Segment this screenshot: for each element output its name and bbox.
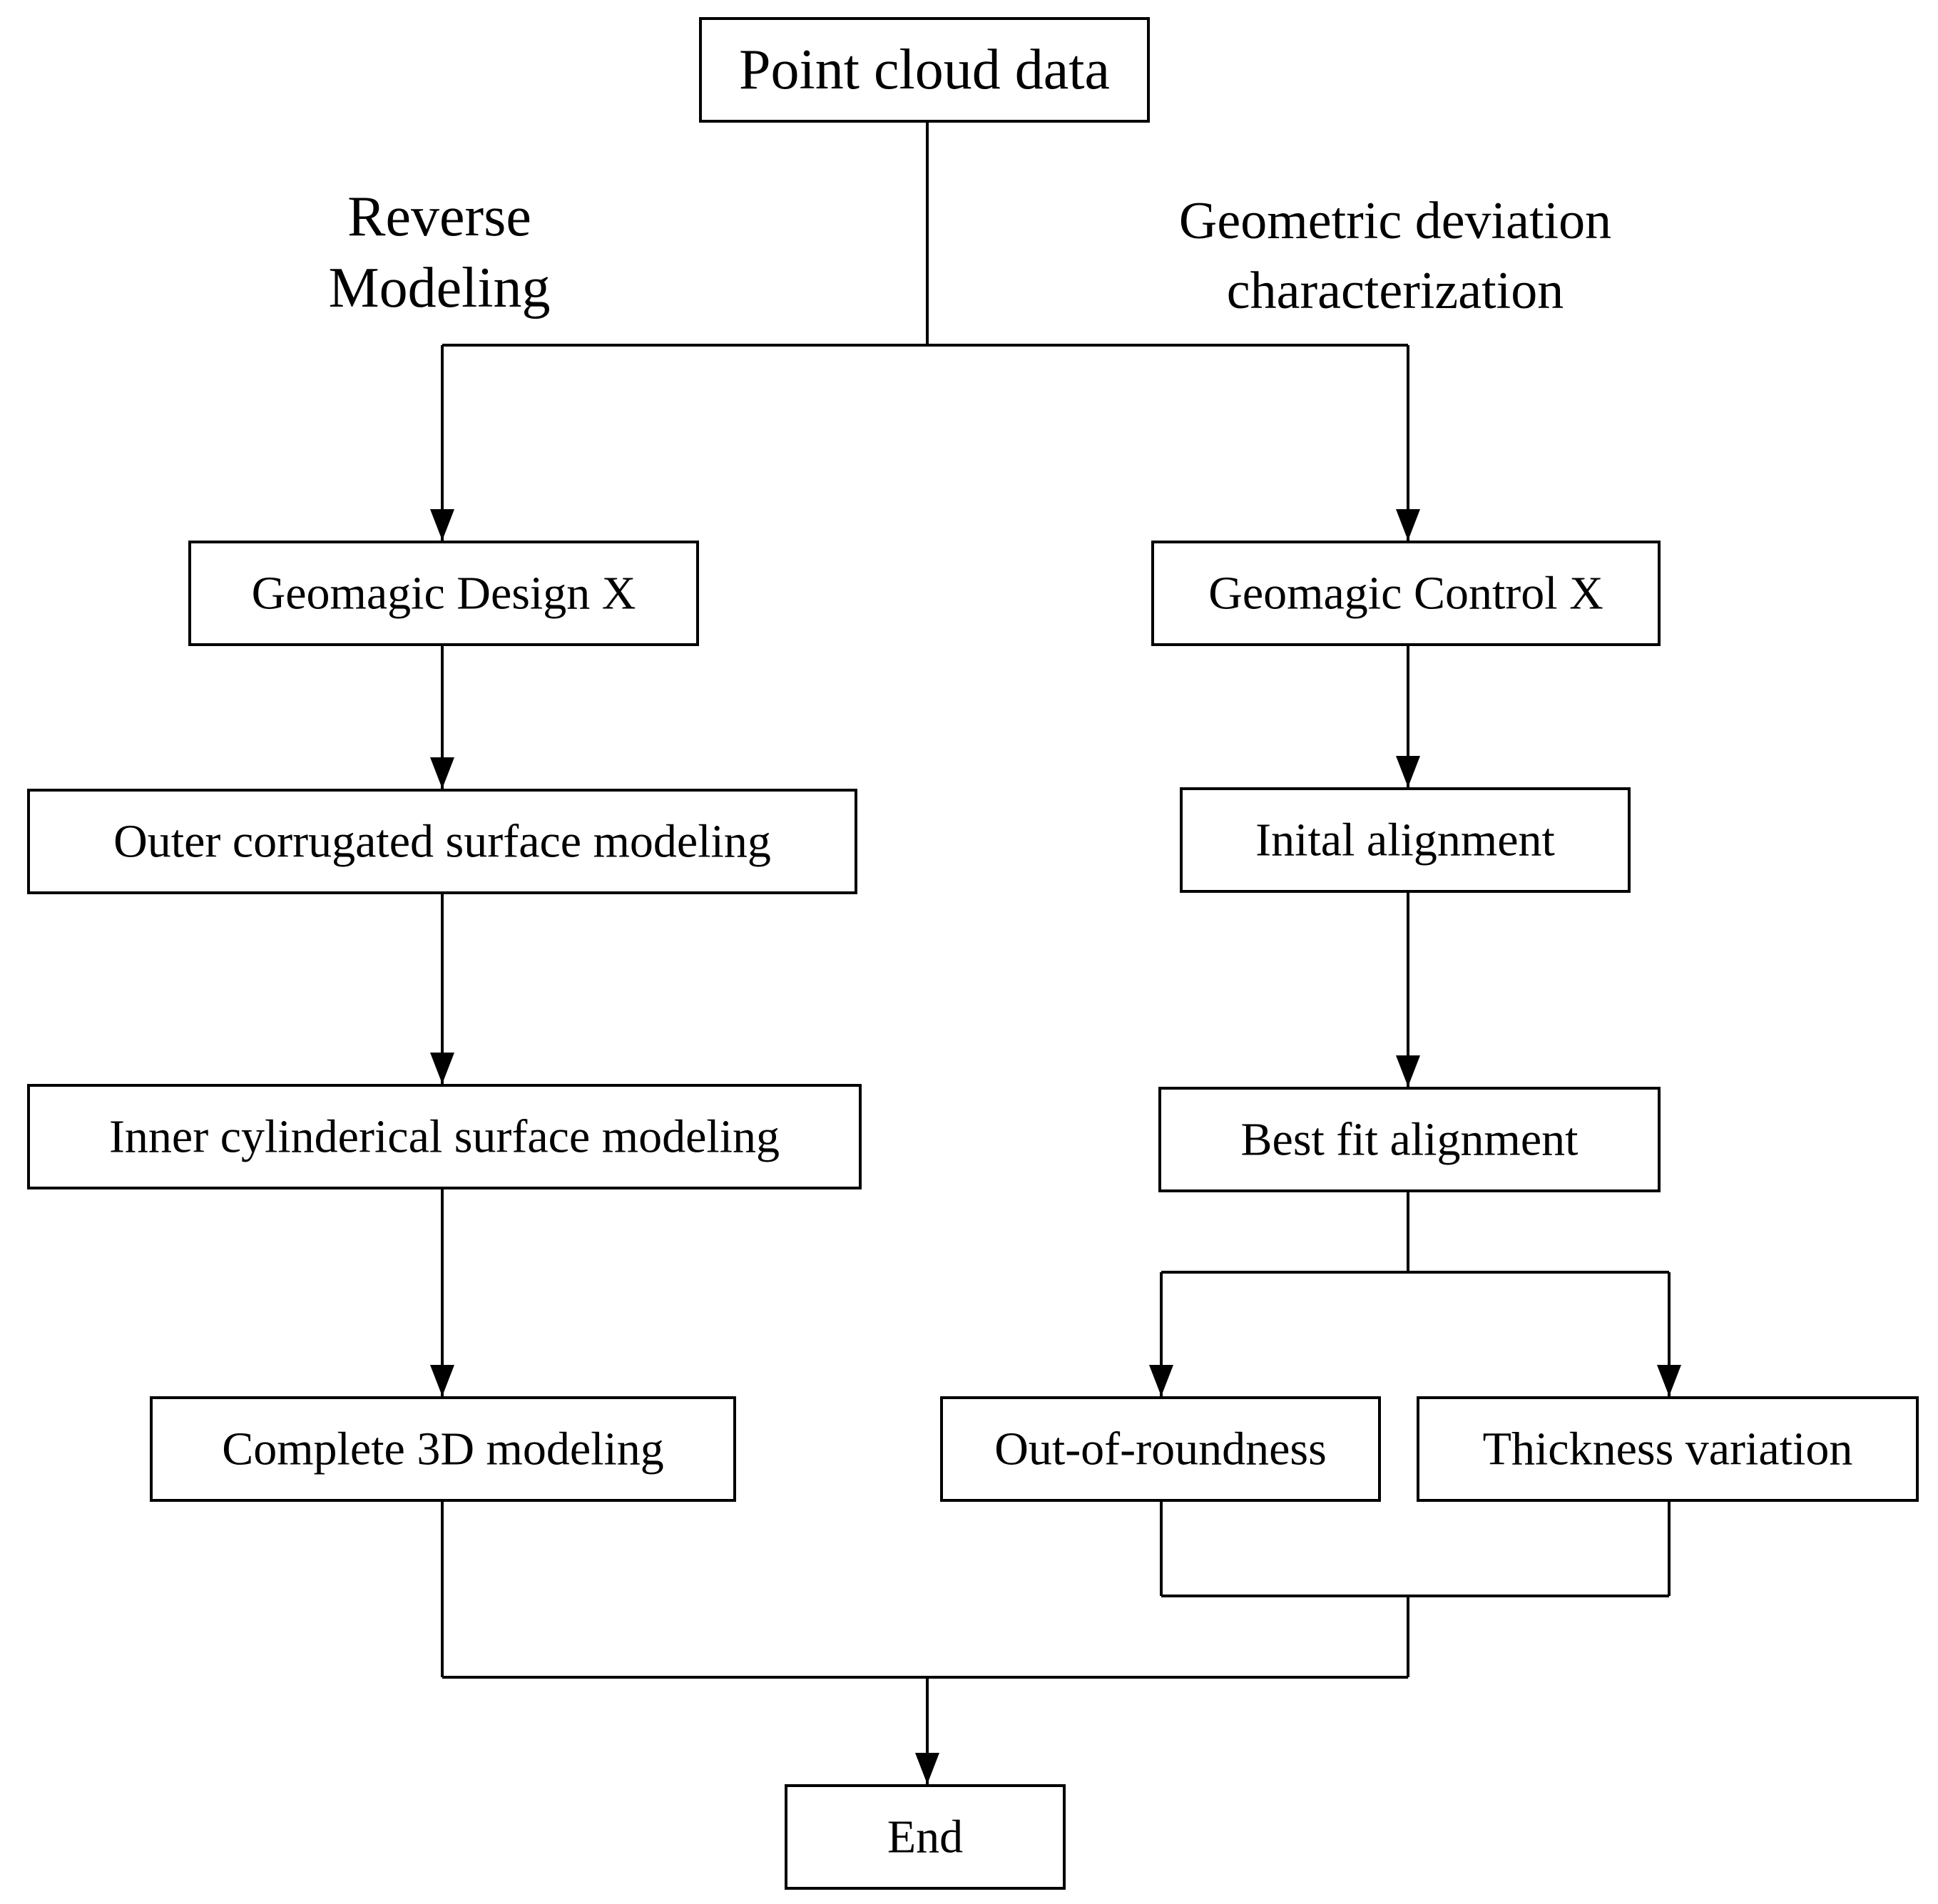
node-point-cloud-label: Point cloud data (739, 39, 1110, 101)
node-design-x-label: Geomagic Design X (252, 568, 636, 620)
node-outer-modeling: Outer corrugated surface modeling (27, 789, 857, 894)
node-out-of-roundness-label: Out-of-roundness (994, 1423, 1327, 1475)
node-thickness-variation: Thickness variation (1417, 1396, 1919, 1502)
node-complete-3d-label: Complete 3D modeling (222, 1423, 664, 1475)
branch-label-geometric-line2: characterization (1227, 262, 1564, 320)
node-inner-modeling: Inner cylinderical surface modeling (27, 1084, 862, 1189)
node-out-of-roundness: Out-of-roundness (940, 1396, 1381, 1502)
node-best-fit: Best fit alignment (1158, 1087, 1661, 1192)
node-design-x: Geomagic Design X (188, 541, 699, 646)
branch-label-geometric-line1: Geometric deviation (1179, 192, 1611, 250)
node-control-x: Geomagic Control X (1151, 541, 1661, 646)
node-inner-modeling-label: Inner cylinderical surface modeling (109, 1111, 780, 1163)
node-point-cloud: Point cloud data (699, 17, 1150, 123)
node-initial-alignment: Inital alignment (1180, 787, 1631, 893)
branch-label-reverse-line1: Reverse (347, 185, 531, 248)
branch-label-reverse-line2: Modeling (328, 257, 550, 319)
node-best-fit-label: Best fit alignment (1241, 1114, 1579, 1166)
node-initial-alignment-label: Inital alignment (1255, 814, 1555, 866)
node-end: End (785, 1784, 1066, 1890)
connectors (430, 121, 1681, 1784)
node-complete-3d: Complete 3D modeling (150, 1396, 736, 1502)
node-end-label: End (887, 1811, 963, 1863)
node-thickness-variation-label: Thickness variation (1483, 1423, 1853, 1475)
node-outer-modeling-label: Outer corrugated surface modeling (113, 816, 771, 868)
node-control-x-label: Geomagic Control X (1208, 568, 1603, 620)
